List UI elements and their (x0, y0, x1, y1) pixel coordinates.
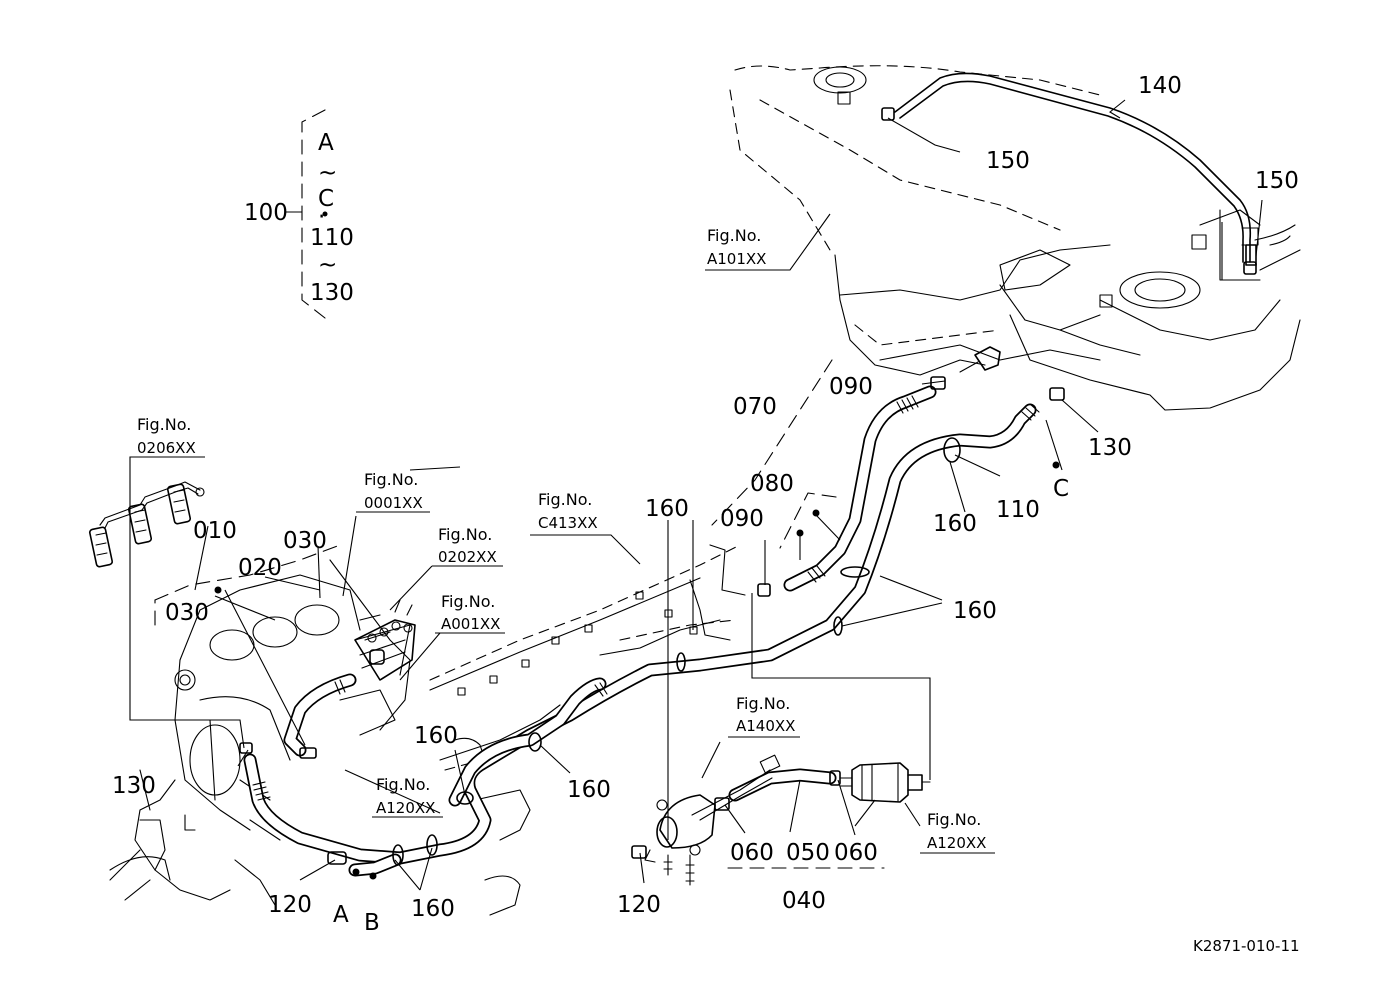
part-label-140: 140 (1138, 73, 1182, 99)
svg-text:A140XX: A140XX (736, 717, 795, 735)
part-label-110: 110 (996, 497, 1040, 523)
part-label-050: 050 (786, 840, 830, 866)
range-line-3: C (318, 186, 334, 212)
svg-text:0206XX: 0206XX (137, 439, 196, 457)
part-label-160-right: 160 (953, 598, 997, 624)
svg-text:Fig.No.: Fig.No. (438, 525, 492, 544)
connection-dots (214, 211, 1060, 880)
part-label-070: 070 (733, 394, 777, 420)
fuel-tank-drawing (729, 65, 1301, 411)
hose-clamps (239, 107, 1257, 866)
svg-text:Fig.No.: Fig.No. (538, 490, 592, 509)
part-label-150-right: 150 (1255, 168, 1299, 194)
fuel-hoses (243, 72, 1252, 877)
part-label-160-frame: 160 (567, 777, 611, 803)
part-label-060-left: 060 (730, 840, 774, 866)
part-label-040: 040 (782, 888, 826, 914)
part-label-020: 020 (238, 555, 282, 581)
svg-text:Fig.No.: Fig.No. (137, 415, 191, 434)
fig-ref-a101xx: Fig.No. A101XX (705, 226, 780, 271)
part-label-060-right: 060 (834, 840, 878, 866)
assembly-100-label: 100 A ~ C · 110 ~ 130 (244, 130, 354, 306)
part-label-160-mid: 160 (414, 723, 458, 749)
svg-text:A120XX: A120XX (927, 834, 986, 852)
part-label-130-left: 130 (112, 773, 156, 799)
drawing-code: K2871-010-11 (1193, 937, 1300, 955)
part-label-030-left: 030 (165, 600, 209, 626)
svg-text:A120XX: A120XX (376, 799, 435, 817)
part-label-160-tank: 160 (933, 511, 977, 537)
part-label-160-bottom: 160 (411, 896, 455, 922)
connection-label-b: B (364, 910, 380, 936)
fig-ref-0202xx: Fig.No. 0202XX (432, 525, 503, 567)
fuel-filter-drawing (839, 762, 931, 803)
range-line-5: 110 (310, 225, 354, 251)
fig-ref-a140xx: Fig.No. A140XX (728, 694, 800, 738)
fig-ref-0001xx: Fig.No. 0001XX (356, 470, 430, 513)
part-label-130-right: 130 (1088, 435, 1132, 461)
frame-drawing (429, 544, 746, 916)
assembly-ref-100: 100 (244, 200, 288, 226)
tank-fittings-drawing (959, 227, 1259, 373)
svg-text:A001XX: A001XX (441, 615, 500, 633)
svg-text:0001XX: 0001XX (364, 494, 423, 512)
fig-ref-a120xx-filter: Fig.No. A120XX (920, 810, 995, 854)
part-label-160-top: 160 (645, 496, 689, 522)
svg-text:Fig.No.: Fig.No. (364, 470, 418, 489)
part-label-030-top: 030 (283, 528, 327, 554)
fig-ref-0206xx: Fig.No. 0206XX (135, 415, 205, 458)
svg-text:Fig.No.: Fig.No. (707, 226, 761, 245)
svg-text:Fig.No.: Fig.No. (736, 694, 790, 713)
injection-pump-drawing (354, 599, 416, 681)
svg-text:Fig.No.: Fig.No. (927, 810, 981, 829)
range-line-4: · (318, 204, 325, 230)
svg-text:Fig.No.: Fig.No. (441, 592, 495, 611)
part-label-120-right: 120 (617, 892, 661, 918)
part-number-labels: 010 020 030 030 040 050 060 060 070 080 … (112, 73, 1299, 936)
grouping-brackets (154, 109, 1260, 869)
connection-label-c: C (1053, 476, 1069, 502)
range-line-1: A (318, 130, 334, 156)
part-label-120-left: 120 (268, 892, 312, 918)
fig-ref-a001xx: Fig.No. A001XX (435, 592, 505, 634)
engine-block-drawing (109, 544, 411, 906)
svg-text:0202XX: 0202XX (438, 548, 497, 566)
leader-lines (129, 99, 1263, 891)
injector-nozzles-drawing (88, 481, 205, 568)
part-label-010: 010 (193, 518, 237, 544)
range-line-6: ~ (318, 252, 337, 278)
range-line-2: ~ (318, 160, 337, 186)
part-label-090-upper: 090 (829, 374, 873, 400)
svg-text:C413XX: C413XX (538, 514, 598, 532)
figure-references: Fig.No. 0206XX Fig.No. 0001XX Fig.No. 02… (135, 226, 995, 854)
part-label-090-lower: 090 (720, 506, 764, 532)
svg-text:Fig.No.: Fig.No. (376, 775, 430, 794)
fuel-pump-drawing (644, 754, 781, 886)
part-label-080: 080 (750, 471, 794, 497)
fig-ref-c413xx: Fig.No. C413XX (530, 490, 605, 536)
svg-text:A101XX: A101XX (707, 250, 766, 268)
connection-label-a: A (333, 902, 349, 928)
fig-ref-a120xx-engine: Fig.No. A120XX (372, 775, 443, 818)
range-line-7: 130 (310, 280, 354, 306)
part-label-150-left: 150 (986, 148, 1030, 174)
